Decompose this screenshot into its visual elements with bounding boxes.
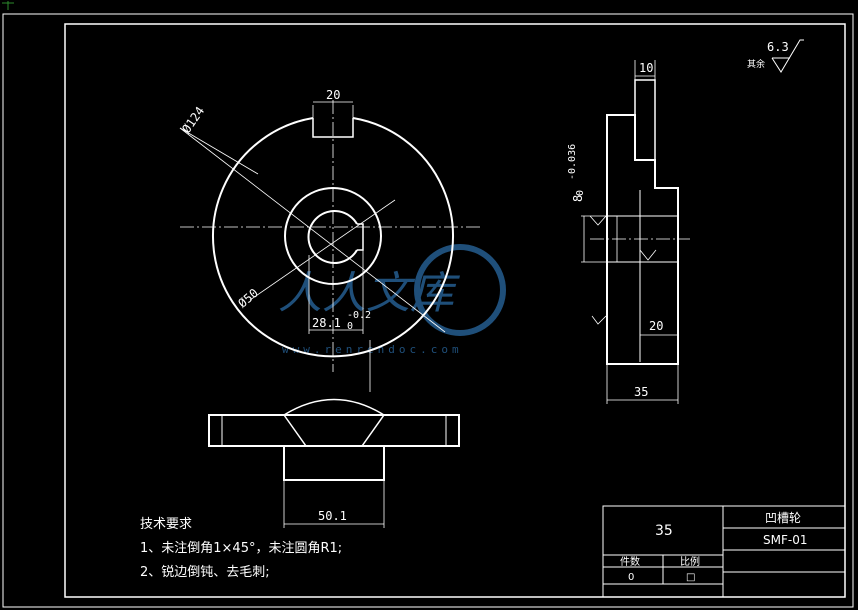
watermark-logo-ring — [414, 244, 506, 336]
dim-keyway-depth: 28.1 — [312, 316, 341, 330]
dim-bottom-width: 50.1 — [318, 509, 347, 523]
roughness-label: 其余 — [747, 58, 765, 70]
dim-keyway-depth-tolerance: -0.2 — [347, 310, 371, 321]
dim-keyway-width: 20 — [326, 88, 340, 102]
dim-side-total-width: 35 — [634, 385, 648, 399]
dim-side-slot-zero: 0 — [575, 190, 586, 196]
title-block-material: 35 — [655, 523, 673, 539]
roughness-symbol — [771, 39, 804, 73]
title-block-qty-label: 件数 — [620, 555, 640, 568]
dim-outer-diameter: Ø124 — [179, 104, 207, 136]
watermark: 人人文库 www.renrendoc.com — [278, 244, 506, 356]
title-block-part-name: 凹槽轮 — [765, 511, 801, 525]
dim-side-slot: 8 — [571, 195, 585, 202]
title-block-drawing-no: SMF-01 — [763, 533, 807, 547]
front-view — [179, 100, 480, 392]
tech-requirements-title: 技术要求 — [140, 517, 192, 532]
title-block-scale-value: □ — [686, 572, 695, 583]
dim-side-slot-tolerance: -0.036 — [567, 144, 578, 180]
title-block-scale-label: 比例 — [680, 555, 700, 568]
roughness-value: 6.3 — [767, 40, 789, 54]
tech-requirement-item-2: 2、锐边倒钝、去毛刺; — [140, 565, 270, 580]
dim-keyway-depth-zero: 0 — [347, 321, 353, 332]
title-block — [602, 505, 846, 598]
side-view — [581, 60, 690, 404]
title-block-qty-value: 0 — [628, 572, 634, 583]
dim-side-top-width: 10 — [639, 61, 653, 75]
bottom-view — [208, 398, 460, 528]
tech-requirement-item-1: 1、未注倒角1×45°，未注圆角R1; — [140, 541, 342, 556]
dim-hub-diameter: Ø50 — [235, 286, 261, 311]
dim-side-hub-width: 20 — [649, 319, 663, 333]
